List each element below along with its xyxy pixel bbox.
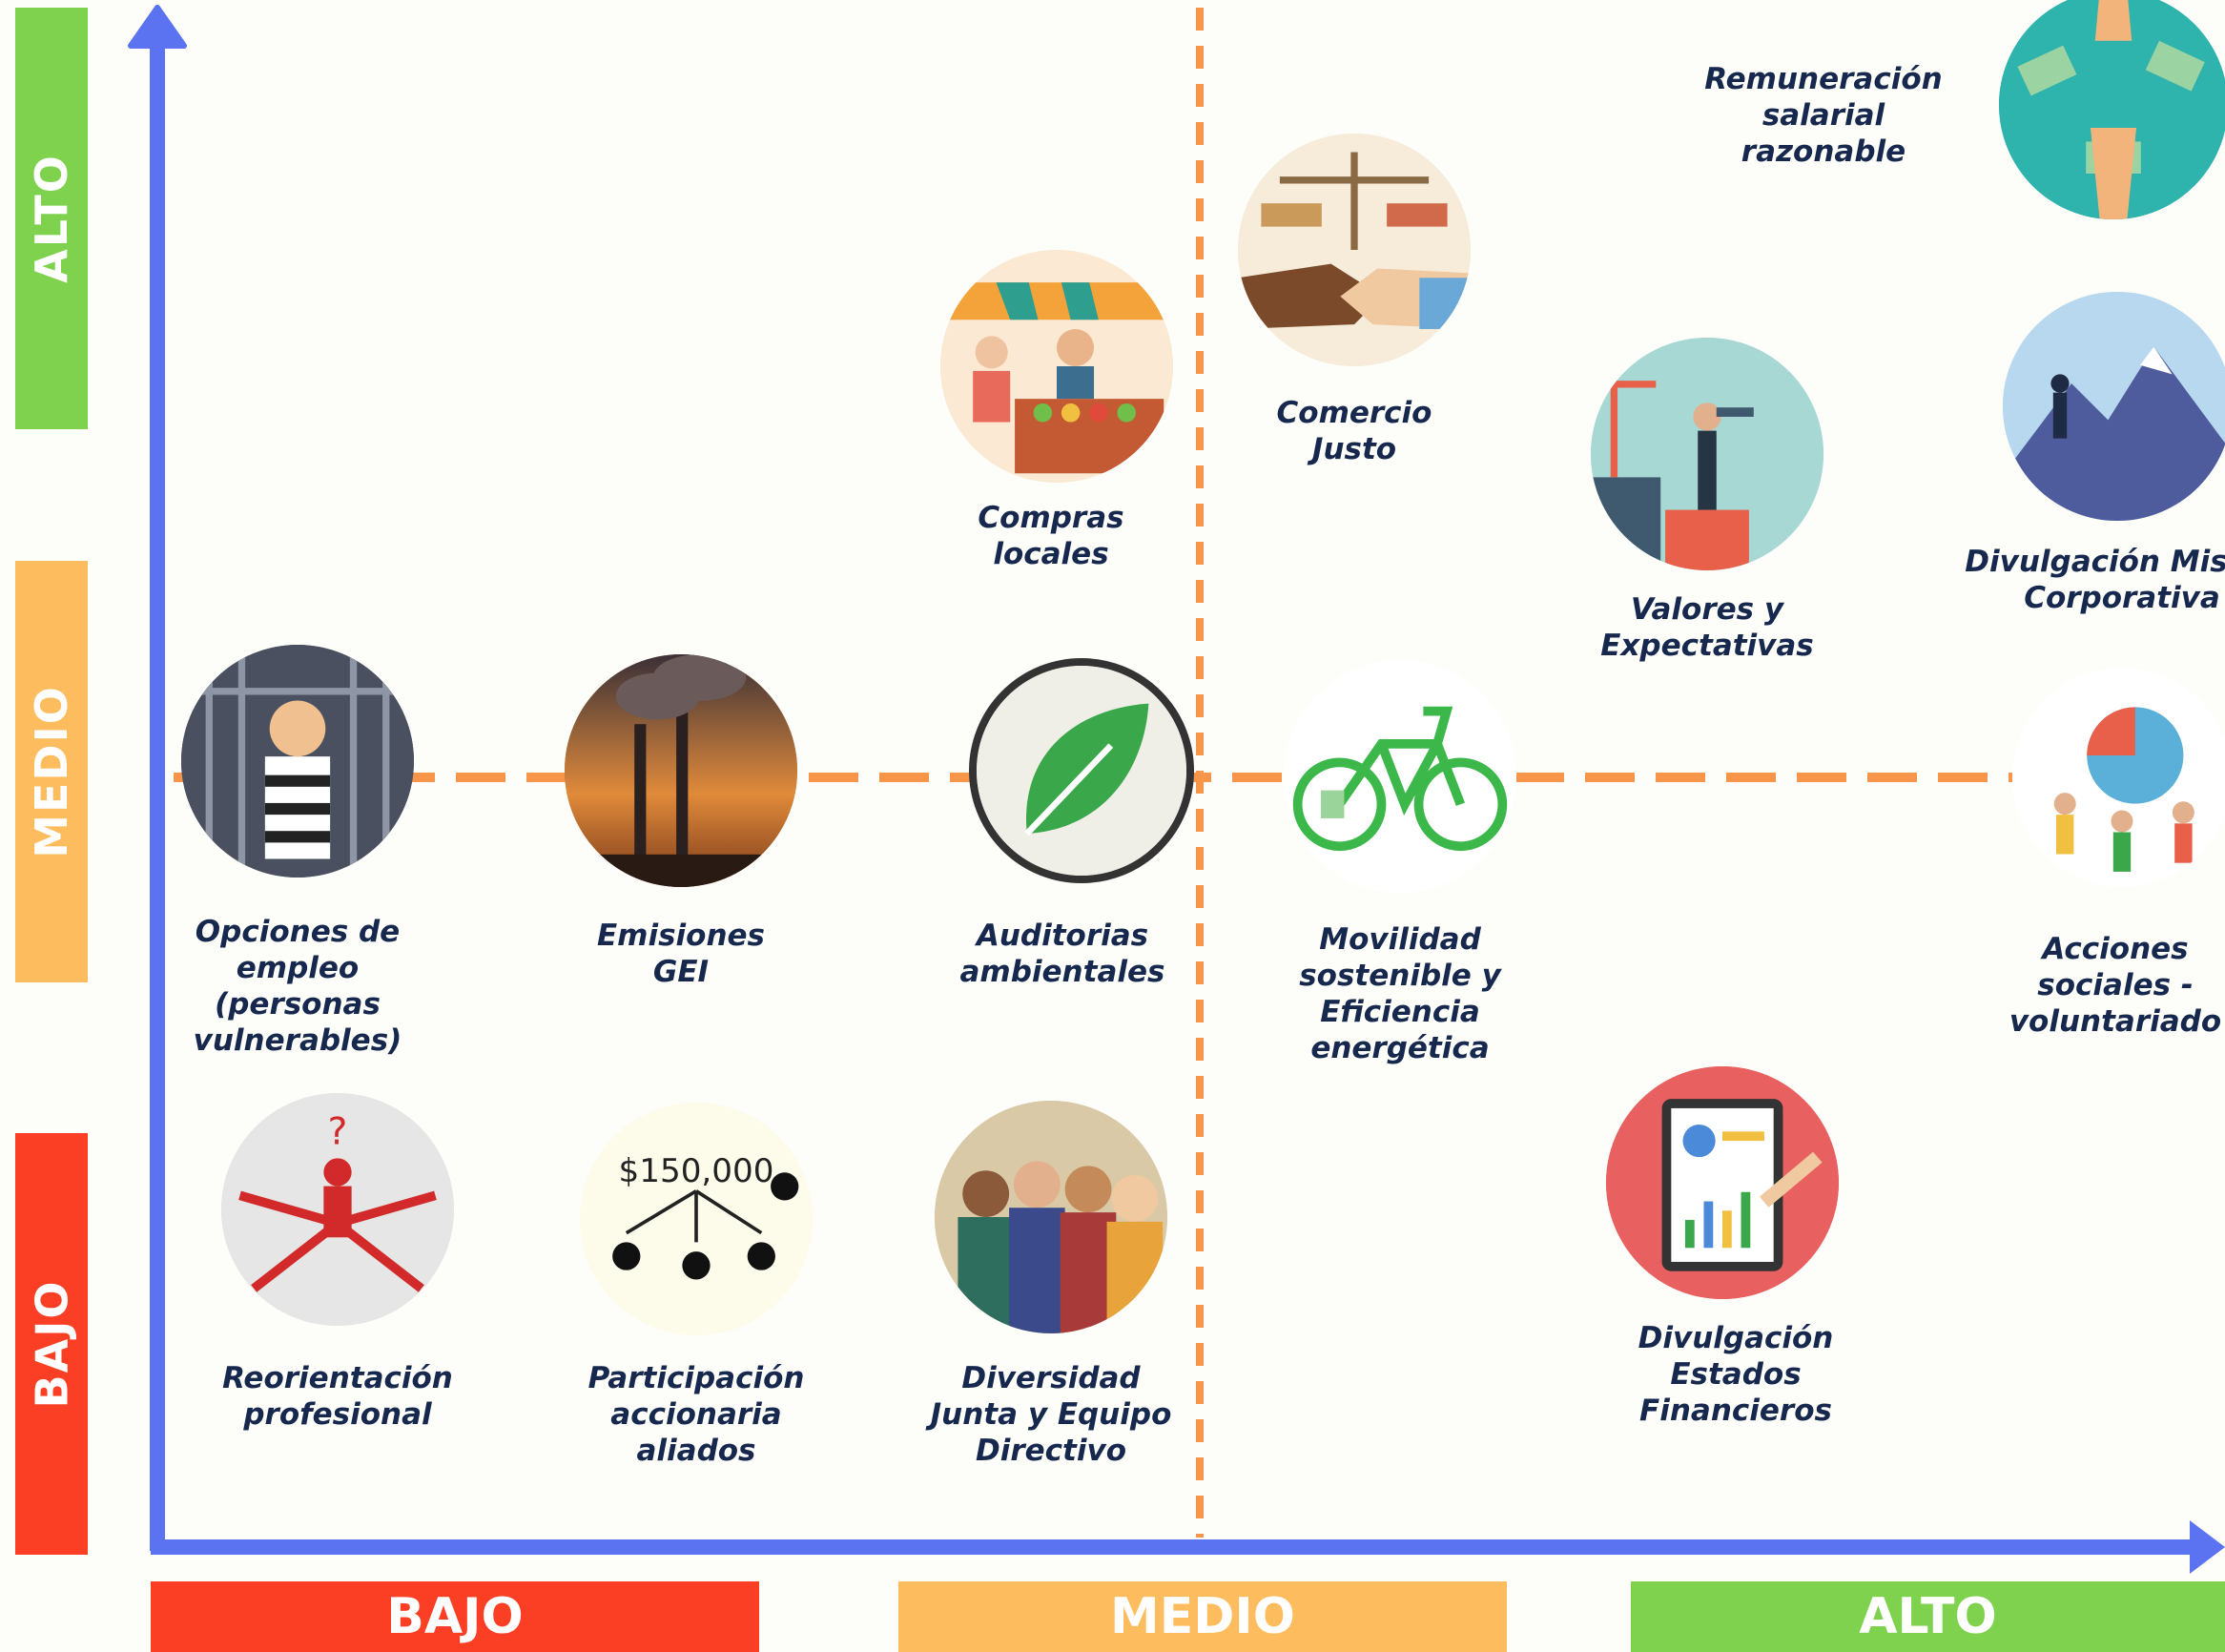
y-band-low: BAJO [15, 1133, 88, 1555]
item-label: Auditorias ambientales [959, 919, 1165, 989]
y-band-medium: MEDIO [15, 561, 88, 982]
diverse-people-icon [935, 1101, 1167, 1333]
item-label: Compras locales [978, 501, 1124, 571]
item-label: Divulgación Misión Corporativa [1965, 545, 2225, 615]
x-band-low-label: BAJO [386, 1588, 524, 1645]
item-label: Opciones de empleo (personas vulnerables… [193, 915, 402, 1058]
leaf-magnifier-icon [969, 658, 1194, 883]
money-hands-icon [1999, 0, 2225, 219]
y-axis-arrow [128, 5, 187, 49]
x-band-medium: MEDIO [898, 1581, 1507, 1652]
item-label: Diversidad Junta y Equipo Directivo [930, 1361, 1172, 1468]
item-label: Participación accionaria aliados [587, 1361, 805, 1468]
financial-tablet-icon [1606, 1066, 1839, 1299]
item-label: Remuneración salarial razonable [1704, 62, 1943, 169]
market-stall-icon [940, 250, 1173, 483]
bicycle-icon [1284, 660, 1516, 893]
prisoner-icon [181, 645, 414, 878]
item-label: Reorientación profesional [222, 1361, 453, 1432]
item-label: Comercio Justo [1276, 396, 1432, 466]
item-label: Divulgación Estados Financieros [1638, 1321, 1834, 1428]
mountain-icon [2003, 292, 2225, 521]
x-axis-arrow [2190, 1520, 2225, 1574]
svg-text:$150,000: $150,000 [619, 1152, 774, 1190]
item-label: Movilidad sostenible y Eficiencia energé… [1299, 922, 1501, 1065]
telescope-businessman-icon [1591, 338, 1823, 570]
x-band-high-label: ALTO [1859, 1588, 1997, 1645]
x-band-high: ALTO [1631, 1581, 2225, 1652]
question-person-icon: ? [221, 1093, 454, 1326]
item-label: Valores y Expectativas [1600, 592, 1814, 663]
x-band-low: BAJO [151, 1581, 759, 1652]
handshake-scale-icon [1238, 134, 1471, 366]
item-label: Emisiones GEI [596, 919, 766, 989]
x-band-medium-label: MEDIO [1110, 1588, 1295, 1645]
y-band-high: ALTO [15, 8, 88, 429]
volunteers-icon [2012, 668, 2225, 887]
item-label: Acciones sociales - voluntariado [2009, 932, 2222, 1039]
shareholders-icon: $150,000 [580, 1103, 813, 1335]
smokestack-icon [565, 654, 797, 887]
svg-text:?: ? [328, 1111, 348, 1154]
